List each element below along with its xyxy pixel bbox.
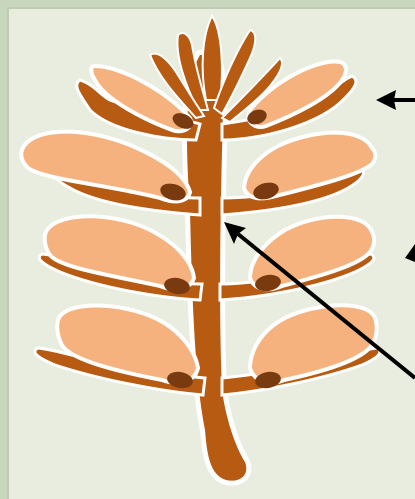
seed-wing (250, 305, 377, 382)
arrow-partial (405, 244, 415, 262)
arrow-scale-head (376, 90, 396, 110)
arrow-axis-head (224, 222, 246, 244)
scales-left (21, 66, 205, 395)
